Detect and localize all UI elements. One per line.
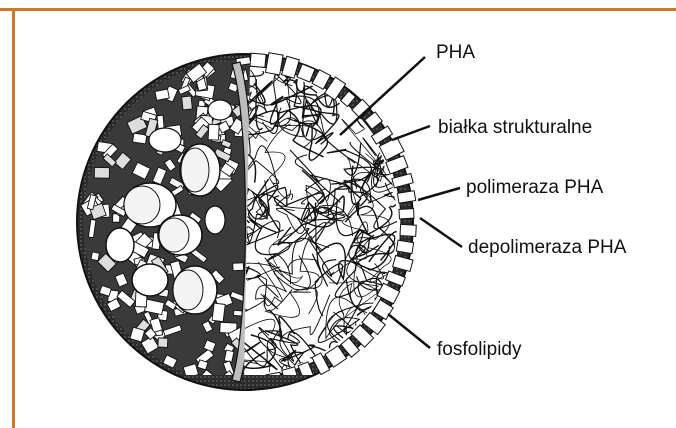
leader-line-phospholipids <box>388 314 430 348</box>
frame-left-edge <box>12 8 15 428</box>
leader-line-structural-proteins <box>392 126 430 140</box>
frame-top-edge <box>0 8 676 11</box>
label-structural-proteins: białka strukturalne <box>438 118 592 137</box>
leader-line-depolymerase <box>420 218 462 247</box>
label-pha: PHA <box>436 43 475 62</box>
label-pha-polymerase: polimeraza PHA <box>466 178 603 197</box>
label-pha-depolymerase: depolimeraza PHA <box>468 238 626 257</box>
leader-line-polymerase <box>418 188 460 200</box>
label-phospholipids: fosfolipidy <box>437 340 522 359</box>
